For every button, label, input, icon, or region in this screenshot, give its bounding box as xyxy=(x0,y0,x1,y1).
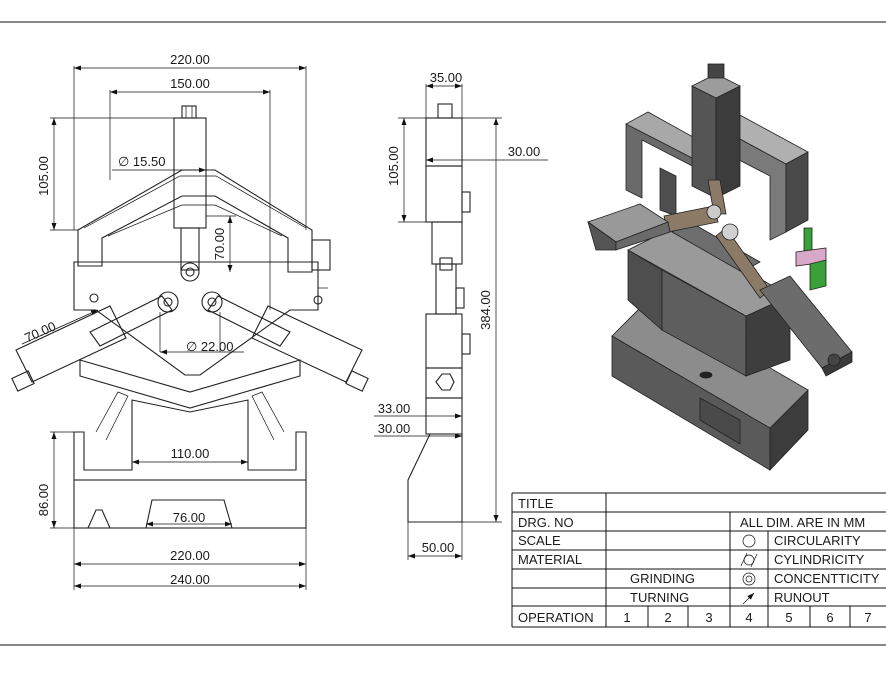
base-block xyxy=(73,479,307,529)
side-view-dims: 35.00 105.00 30.00 384.00 33.00 30.00 50… xyxy=(374,70,548,560)
cylindricity-icon xyxy=(740,552,758,568)
side-base xyxy=(407,433,463,523)
left-link-pin xyxy=(157,291,179,313)
dim-bottom-inner: 220.00 xyxy=(170,548,210,563)
grinding-label: GRINDING xyxy=(630,571,695,586)
dim-rod-len: 70.00 xyxy=(212,228,227,261)
lower-chevron xyxy=(79,359,301,409)
column-7: 7 xyxy=(864,610,871,625)
dim-side-clamp-height: 105.00 xyxy=(386,146,401,186)
side-top-block xyxy=(425,117,463,167)
column-3: 3 xyxy=(705,610,712,625)
operation-label: OPERATION xyxy=(518,610,594,625)
dim-bottom-overall: 240.00 xyxy=(170,572,210,587)
column-5: 5 xyxy=(785,610,792,625)
dimension-note: ALL DIM. ARE IN MM xyxy=(740,515,865,530)
column-6: 6 xyxy=(826,610,833,625)
dim-link-dia: ∅ 22.00 xyxy=(186,339,233,354)
front-view-dims: 220.00 150.00 105.00 ∅ 15.50 70.00 70.00… xyxy=(21,52,307,590)
dim-side-step-a: 33.00 xyxy=(378,401,411,416)
arm-frame-outer xyxy=(77,169,313,273)
symbol-concentricity: CONCENTTICITY xyxy=(774,571,880,586)
column-2: 2 xyxy=(664,610,671,625)
center-block xyxy=(173,117,207,229)
dim-base-height: 86.00 xyxy=(36,484,51,517)
right-link-pin xyxy=(201,291,223,313)
runout-icon xyxy=(742,592,755,605)
drg-no-label: DRG. NO xyxy=(518,515,574,530)
dim-arm-len: 70.00 xyxy=(22,318,58,345)
title-label: TITLE xyxy=(518,496,554,511)
dim-slot-width: 110.00 xyxy=(171,446,210,461)
left-cylinder xyxy=(15,305,127,383)
dim-side-step-b: 30.00 xyxy=(378,421,411,436)
dim-vee-width: 76.00 xyxy=(173,510,206,525)
base-vee xyxy=(87,509,111,529)
dim-side-base-width: 50.00 xyxy=(422,540,455,555)
top-nut xyxy=(181,105,197,119)
right-link xyxy=(207,295,291,347)
symbol-circularity: CIRCULARITY xyxy=(774,533,861,548)
circularity-icon xyxy=(742,534,756,548)
dim-left-height: 105.00 xyxy=(36,156,51,196)
dim-side-offset: 30.00 xyxy=(508,144,541,159)
side-top-nut xyxy=(437,103,453,119)
title-block: TITLE DRG. NO SCALE MATERIAL ALL DIM. AR… xyxy=(511,492,886,628)
center-rod xyxy=(180,227,200,271)
center-pin xyxy=(180,262,200,282)
symbol-cylindricity: CYLINDRICITY xyxy=(774,552,865,567)
dim-side-overall-height: 384.00 xyxy=(478,290,493,330)
main-body xyxy=(73,261,319,376)
dim-side-top-width: 35.00 xyxy=(430,70,463,85)
dim-inner-top: 150.00 xyxy=(170,76,210,91)
column-4: 4 xyxy=(745,610,752,625)
side-view xyxy=(407,103,471,523)
dim-overall-top: 220.00 xyxy=(170,52,210,67)
symbol-runout: RUNOUT xyxy=(774,590,830,605)
left-link xyxy=(89,295,173,347)
right-cylinder xyxy=(251,305,363,383)
front-view xyxy=(11,105,369,529)
side-rod xyxy=(435,263,457,315)
side-bolt xyxy=(311,239,331,271)
turning-label: TURNING xyxy=(630,590,689,605)
lower-frame xyxy=(73,399,307,481)
isometric-view xyxy=(587,63,853,472)
concentricity-icon xyxy=(742,572,756,586)
scale-label: SCALE xyxy=(518,533,561,548)
column-1: 1 xyxy=(623,610,630,625)
dim-pin-dia: ∅ 15.50 xyxy=(118,154,165,169)
base-slot xyxy=(145,499,233,529)
arm-frame-inner xyxy=(83,175,307,229)
material-label: MATERIAL xyxy=(518,552,582,567)
